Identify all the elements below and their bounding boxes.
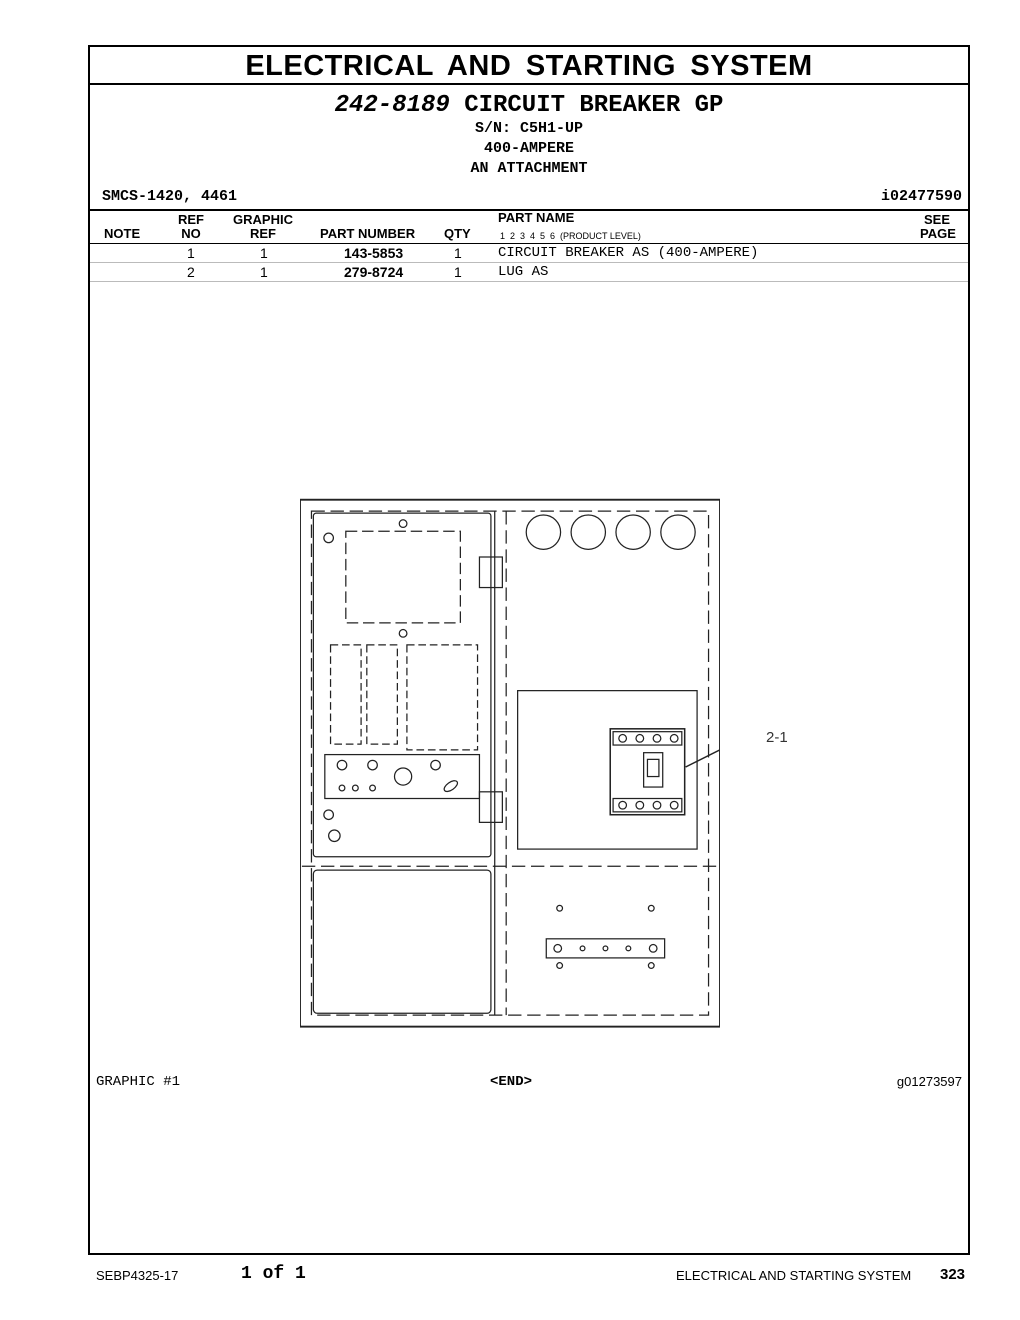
col-note: NOTE [104,226,141,241]
circuit-breaker-drawing [300,498,720,1028]
footer-page-of: 1 of 1 [241,1264,306,1284]
table-row: 2 1 279-8724 1 LUG AS [90,263,968,282]
col-qty: QTY [444,226,471,241]
serial-number: S/N: C5H1-UP [474,120,584,137]
attachment-label: AN ATTACHMENT [470,160,588,177]
section-title: ELECTRICAL AND STARTING SYSTEM [90,47,968,85]
smcs-code: SMCS-1420, 4461 [102,188,238,205]
cell-qty: 1 [454,245,462,261]
footer-page-number: 323 [940,1266,966,1283]
cell-part-name: CIRCUIT BREAKER AS (400-AMPERE) [498,245,759,261]
table-row: 1 1 143-5853 1 CIRCUIT BREAKER AS (400-A… [90,244,968,263]
document-id: i02477590 [880,188,962,205]
table-header: NOTE REF NO GRAPHIC REF PART NUMBER QTY … [90,211,968,244]
group-name: CIRCUIT BREAKER GP [464,92,724,119]
footer-section: ELECTRICAL AND STARTING SYSTEM [676,1268,912,1283]
rating: 400-AMPERE [483,140,574,157]
group-title: 242-8189 CIRCUIT BREAKER GP [90,93,968,119]
col-graphic-ref-2: REF [250,226,276,241]
cell-ref-no: 2 [187,264,195,280]
graphic-caption: GRAPHIC #1 [96,1074,181,1090]
cell-part-number: 143-5853 [344,245,404,261]
col-part-number: PART NUMBER [320,226,416,241]
group-header: 242-8189 CIRCUIT BREAKER GP S/N: C5H1-UP… [90,93,968,179]
col-graphic-ref-1: GRAPHIC [233,212,293,227]
col-ref-no-1: REF [178,212,204,227]
group-part-number: 242-8189 [334,92,450,119]
col-see-page-1: SEE [923,212,950,227]
cell-qty: 1 [454,264,462,280]
col-product-level: 1 2 3 4 5 6 (PRODUCT LEVEL) [500,231,641,241]
cell-graphic-ref: 1 [260,264,268,280]
cell-graphic-ref: 1 [260,245,268,261]
end-marker: <END> [490,1074,533,1090]
page-frame: ELECTRICAL AND STARTING SYSTEM 242-8189 … [88,45,970,1255]
footer-doc-number: SEBP4325-17 [96,1268,179,1283]
col-part-name: PART NAME [498,210,575,225]
graphic-id: g01273597 [896,1074,962,1089]
cell-ref-no: 1 [187,245,195,261]
smcs-row: SMCS-1420, 4461 i02477590 [90,187,968,211]
callout-label: 2-1 [766,729,788,746]
cell-part-number: 279-8724 [344,264,404,280]
col-see-page-2: PAGE [920,226,956,241]
col-ref-no-2: NO [181,226,201,241]
cell-part-name: LUG AS [498,264,549,280]
